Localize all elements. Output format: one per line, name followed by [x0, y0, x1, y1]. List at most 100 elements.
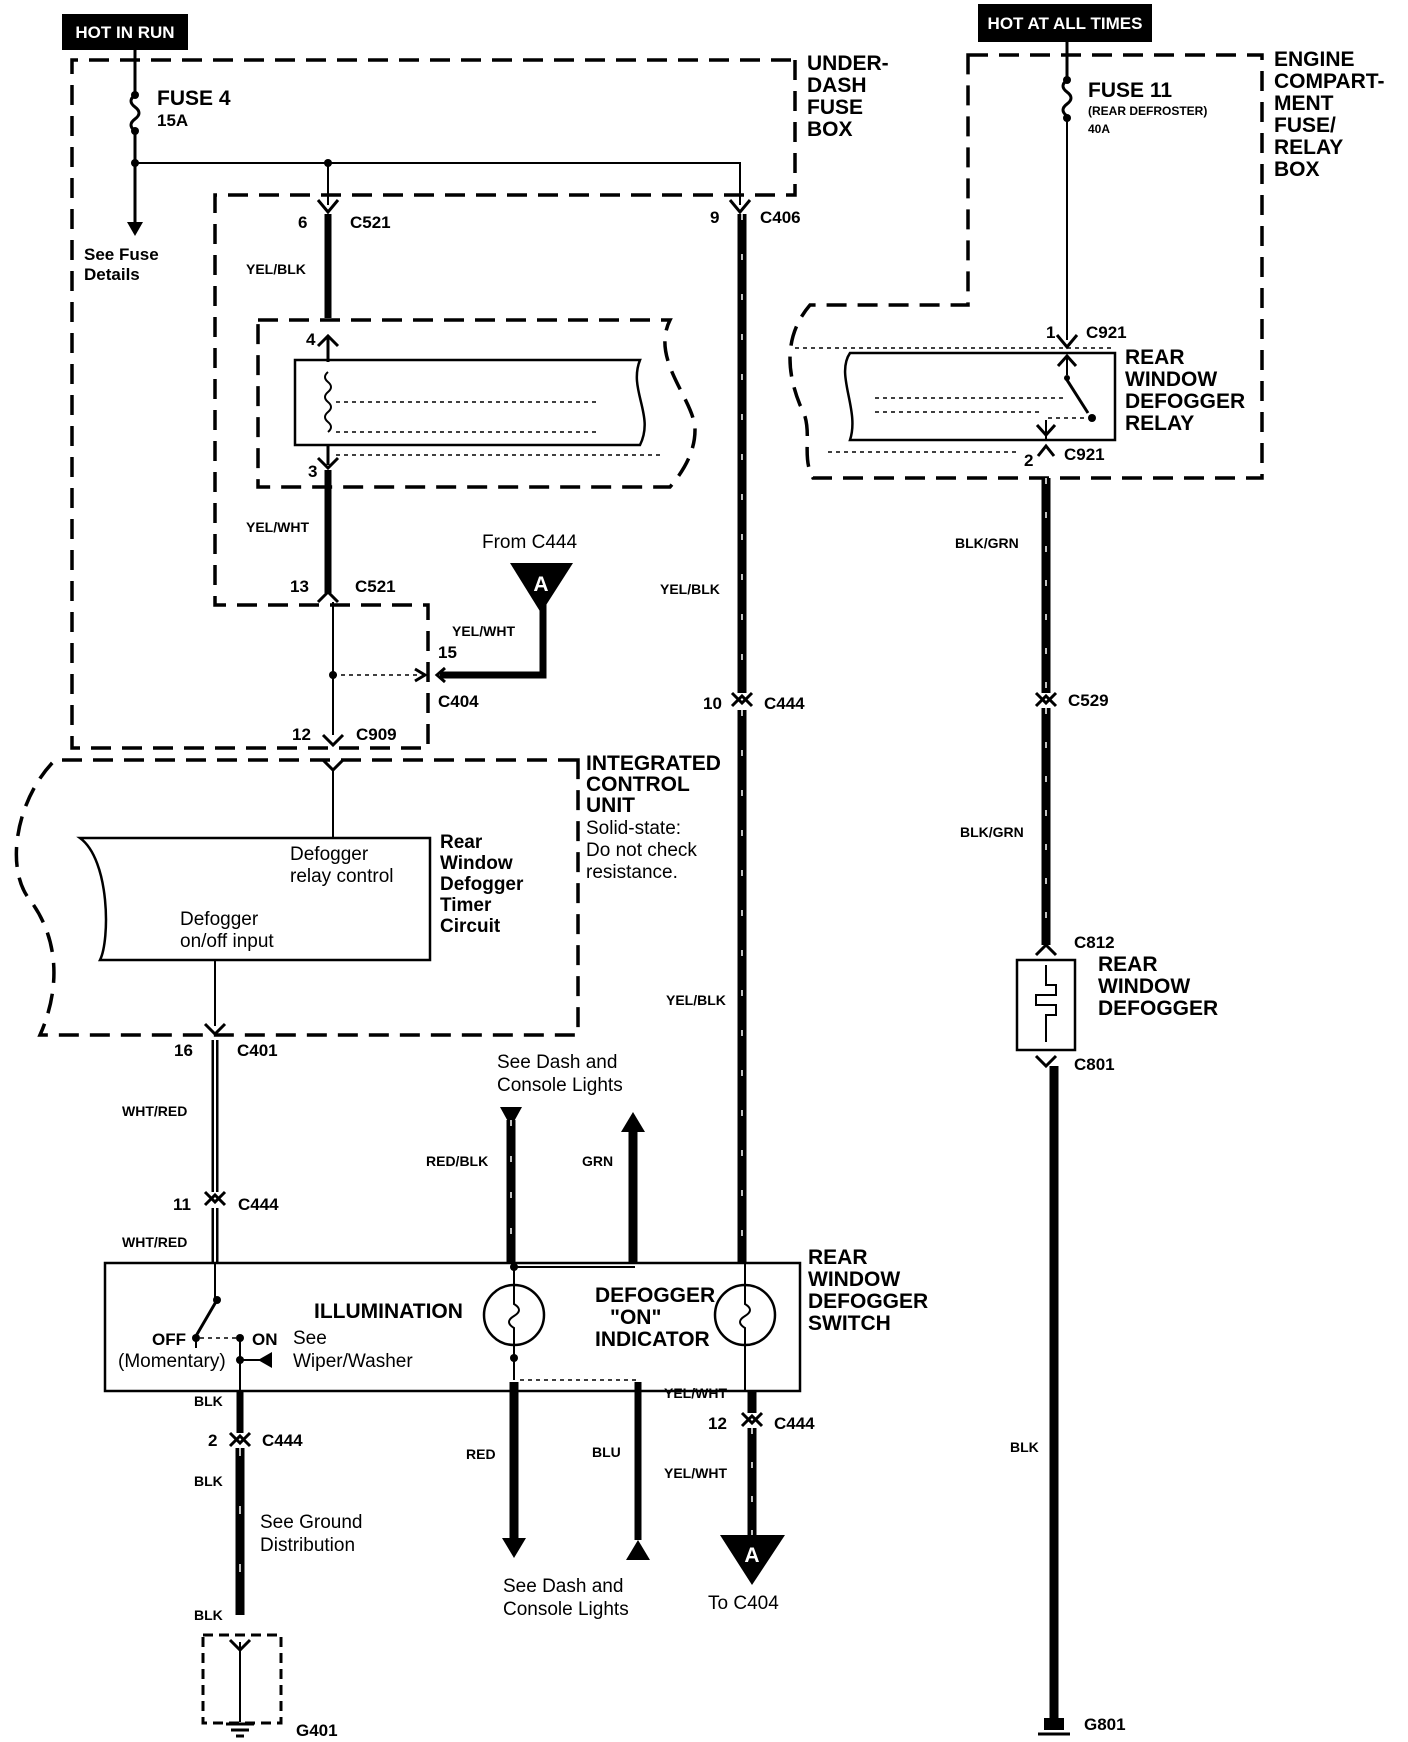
svg-text:DEFOGGER: DEFOGGER: [1125, 390, 1245, 413]
rear-window-defogger-label: REAR WINDOW DEFOGGER: [1098, 953, 1218, 1020]
wire-yel-wht-2: YEL/WHT: [452, 623, 515, 639]
svg-text:1: 1: [1046, 323, 1055, 342]
relay-coil: [324, 371, 332, 433]
illumination-label: ILLUMINATION: [314, 1300, 463, 1323]
svg-text:15: 15: [438, 643, 457, 662]
svg-text:Defogger: Defogger: [440, 874, 524, 895]
svg-text:C801: C801: [1074, 1055, 1115, 1074]
c444-pin11-connector: [203, 1192, 227, 1207]
wire-blk-4: BLK: [1010, 1439, 1039, 1455]
svg-text:Console Lights: Console Lights: [497, 1075, 623, 1096]
svg-text:REAR: REAR: [808, 1246, 868, 1269]
svg-text:ENGINE: ENGINE: [1274, 48, 1355, 71]
svg-text:(REAR DEFROSTER): (REAR DEFROSTER): [1088, 104, 1207, 118]
svg-text:UNIT: UNIT: [586, 794, 635, 817]
underdash-fuse-box-outline: [70, 58, 797, 750]
svg-text:WINDOW: WINDOW: [1125, 368, 1217, 391]
g801-label: G801: [1084, 1715, 1126, 1734]
defogger-grid-icon: [1035, 965, 1057, 1042]
svg-text:Distribution: Distribution: [260, 1535, 355, 1556]
svg-text:DEFOGGER: DEFOGGER: [595, 1284, 715, 1307]
c444-pin10-connector: [730, 693, 754, 708]
ref-a-to: [720, 1535, 785, 1585]
svg-text:Rear: Rear: [440, 832, 483, 853]
svg-text:40A: 40A: [1088, 122, 1110, 136]
from-c444-label: From C444: [482, 532, 577, 553]
hot-at-all-times-tag: HOT AT ALL TIMES: [978, 4, 1152, 42]
c444-pin12-connector: [740, 1413, 764, 1428]
svg-text:on/off input: on/off input: [180, 931, 274, 952]
svg-text:REAR: REAR: [1098, 953, 1158, 976]
svg-text:MENT: MENT: [1274, 92, 1334, 115]
defogger-switch-box[interactable]: [103, 1261, 802, 1393]
svg-text:2: 2: [208, 1431, 217, 1450]
c404-connector: [434, 666, 446, 684]
c521-top-connector: [316, 199, 340, 215]
fuse-4-symbol: [129, 93, 141, 133]
svg-text:Solid-state:: Solid-state:: [586, 818, 681, 839]
c921-bottom-connector: [1036, 443, 1056, 457]
see-ground-distribution: See Ground: [260, 1512, 362, 1533]
svg-text:C521: C521: [355, 577, 396, 596]
underdash-relay-outline: [256, 318, 697, 489]
c921-top-connector: [1055, 334, 1079, 350]
to-c404-label: To C404: [708, 1593, 779, 1614]
underdash-fuse-box-label: UNDER- DASH FUSE BOX: [807, 52, 889, 141]
svg-text:C401: C401: [237, 1041, 278, 1060]
svg-text:C444: C444: [262, 1431, 303, 1450]
svg-text:RELAY: RELAY: [1274, 136, 1343, 159]
svg-text:12: 12: [292, 725, 311, 744]
c529-connector: [1034, 693, 1058, 708]
g801-ground-icon: [1044, 1718, 1064, 1730]
svg-text:DASH: DASH: [807, 74, 867, 97]
svg-text:12: 12: [708, 1414, 727, 1433]
wire-grn: GRN: [582, 1153, 613, 1169]
svg-text:"ON": "ON": [610, 1306, 661, 1329]
svg-text:Wiper/Washer: Wiper/Washer: [293, 1351, 413, 1372]
wire-blk-2: BLK: [194, 1473, 223, 1489]
svg-text:C404: C404: [438, 692, 479, 711]
c406-connector: [728, 199, 752, 215]
svg-text:C406: C406: [760, 208, 801, 227]
svg-text:C909: C909: [356, 725, 397, 744]
svg-text:C921: C921: [1064, 445, 1105, 464]
switch-blade[interactable]: [194, 1299, 219, 1337]
svg-text:COMPART-: COMPART-: [1274, 70, 1384, 93]
svg-text:A: A: [533, 573, 548, 596]
svg-text:SWITCH: SWITCH: [808, 1312, 891, 1335]
svg-text:3: 3: [308, 462, 317, 481]
svg-text:Timer: Timer: [440, 895, 492, 916]
svg-text:C444: C444: [774, 1414, 815, 1433]
wire-yel-wht-3: YEL/WHT: [664, 1385, 727, 1401]
fuse-11-label: FUSE 11: [1088, 79, 1172, 102]
svg-text:4: 4: [306, 330, 316, 349]
svg-text:HOT IN RUN: HOT IN RUN: [75, 23, 174, 42]
wire-wht-red-2: WHT/RED: [122, 1234, 187, 1250]
timer-circuit-box: [76, 836, 432, 962]
svg-text:Console Lights: Console Lights: [503, 1599, 629, 1620]
icu-outline: [14, 758, 580, 1037]
svg-text:C444: C444: [764, 694, 805, 713]
svg-text:C529: C529: [1068, 691, 1109, 710]
svg-text:A: A: [744, 1544, 759, 1567]
relay-contact: [1065, 379, 1090, 414]
see-dash-top: See Dash and: [497, 1052, 617, 1073]
see-wiper-washer: See: [293, 1328, 327, 1349]
c521-bottom-connector: [316, 589, 340, 604]
svg-text:INDICATOR: INDICATOR: [595, 1328, 710, 1351]
wire-yel-blk-2: YEL/BLK: [660, 581, 720, 597]
switch-off-label: OFF: [152, 1330, 186, 1349]
wire-red: RED: [466, 1446, 496, 1462]
c909-connector: [321, 733, 345, 748]
underdash-relay-box: [293, 358, 646, 447]
svg-text:DEFOGGER: DEFOGGER: [808, 1290, 928, 1313]
rear-window-defogger-relay-box: [843, 351, 1117, 442]
svg-text:9: 9: [710, 208, 719, 227]
engine-fuse-relay-box-outline: [788, 53, 1264, 480]
see-dash-bottom: See Dash and: [503, 1576, 623, 1597]
svg-text:BOX: BOX: [1274, 158, 1320, 181]
wire-blk-grn-2: BLK/GRN: [960, 824, 1024, 840]
wire-blk-1: BLK: [194, 1393, 223, 1409]
svg-text:resistance.: resistance.: [586, 862, 678, 883]
